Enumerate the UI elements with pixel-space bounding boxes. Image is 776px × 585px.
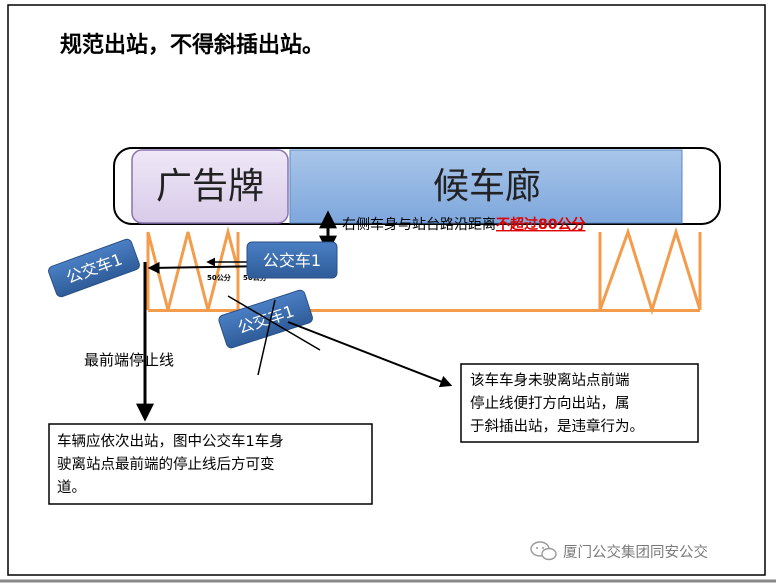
violation-note-line-1: 该车车身未驶离站点前端 <box>470 372 630 389</box>
rule-note-line-3: 道。 <box>57 479 86 496</box>
bus-station-label: 公交车1 <box>263 251 321 270</box>
corridor-label: 候车廊 <box>433 166 541 207</box>
stop-line-label: 最前端停止线 <box>84 351 174 369</box>
gap-label-1: 50公分 <box>207 273 231 282</box>
stop-cross-line-a <box>227 295 321 351</box>
billboard <box>131 149 289 224</box>
platform-curb <box>148 309 700 312</box>
page-title: 规范出站，不得斜插出站。 <box>60 32 324 58</box>
violation-note-line-2: 停止线便打方向出站，属 <box>470 395 630 412</box>
rule-note-box <box>48 423 373 505</box>
watermark-text: 厦门公交集团同安公交 <box>563 543 708 561</box>
distance-limit: 不超过80公分 <box>496 216 585 233</box>
watermark: 厦门公交集团同安公交 <box>530 541 708 561</box>
violation-pointer-arrow <box>287 321 453 388</box>
billboard-label: 广告牌 <box>156 166 264 207</box>
bus-station: 公交车1 <box>246 241 338 279</box>
waiting-corridor <box>289 149 683 224</box>
rule-note-line-2: 驶离站点最前端的停止线后方可变 <box>57 456 275 473</box>
wechat-icon <box>530 541 557 561</box>
stop-cross-line-b <box>257 299 276 376</box>
violation-note-box <box>460 363 699 443</box>
distance-note: 右侧车身与站台路沿距离不超过80公分 <box>342 216 585 233</box>
rule-note-line-1: 车辆应依次出站，图中公交车1车身 <box>57 432 284 450</box>
violation-note-line-3: 于斜插出站，是违章行为。 <box>470 417 644 435</box>
distance-note-text: 右侧车身与站台路沿距离 <box>342 216 496 233</box>
